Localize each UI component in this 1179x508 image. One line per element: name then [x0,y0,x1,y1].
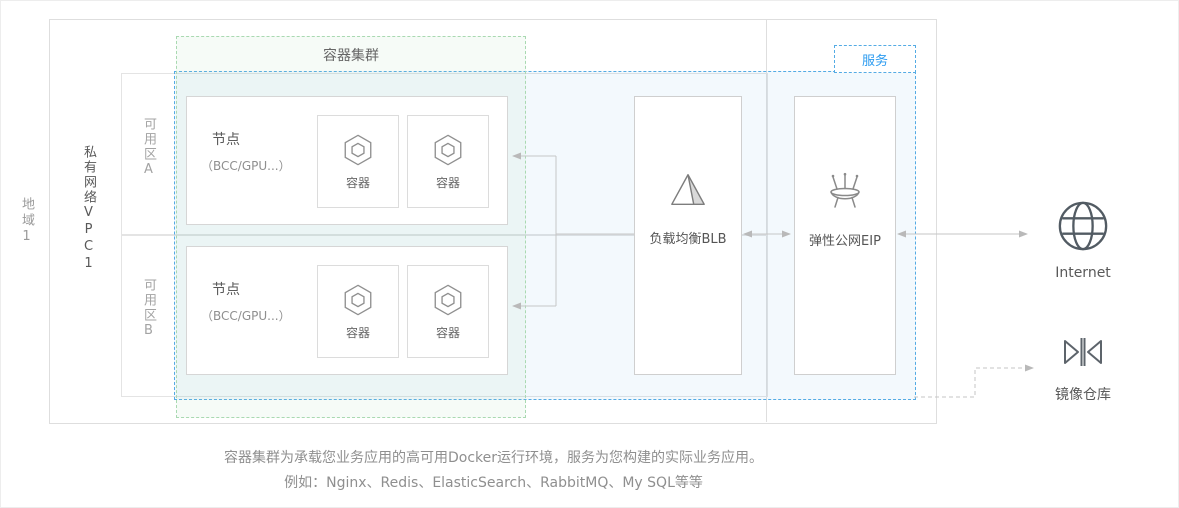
eip-box: 弹性公网EIP [794,96,896,375]
blb-box: 负载均衡BLB [634,96,742,375]
container-label: 容器 [435,325,460,340]
vpc-service-divider [766,19,767,422]
antenna-icon [830,172,860,208]
zone-b-box [121,234,768,397]
hexagon-icon [344,284,372,315]
caption-line-1: 容器集群为承载您业务应用的高可用Docker运行环境，服务为您构建的实际业务应用… [223,450,764,466]
load-balancer-pyramid-icon [671,174,705,205]
node-a-box: 节点 （BCC/GPU...） 容器 容器 [186,96,508,225]
caption-line-2: 例如：Nginx、Redis、ElasticSearch、RabbitMQ、My… [284,475,703,491]
caption: 容器集群为承载您业务应用的高可用Docker运行环境，服务为您构建的实际业务应用… [1,446,986,496]
node-b-title: 节点 [212,282,240,298]
node-a-title: 节点 [212,132,240,148]
service-tag: 服务 [834,45,916,73]
globe-icon [1058,201,1108,251]
container-label: 容器 [345,325,370,340]
container-label: 容器 [435,175,460,190]
zone-a-label: 可用区A [141,117,156,179]
mirror-registry-icon [1064,338,1102,366]
internet-group: Internet [1045,199,1121,281]
hexagon-icon [434,134,462,165]
zone-b-label: 可用区B [141,278,156,340]
container-box: 容器 [317,265,399,358]
registry-label: 镜像仓库 [1055,387,1111,403]
container-box: 容器 [407,265,489,358]
cluster-label: 容器集群 [323,48,379,64]
internet-label: Internet [1055,265,1111,281]
node-a-subtitle: （BCC/GPU...） [201,159,291,173]
registry-group: 镜像仓库 [1045,332,1121,404]
container-box: 容器 [317,115,399,208]
zone-a-box [121,73,768,236]
node-b-box: 节点 （BCC/GPU...） 容器 容器 [186,246,508,375]
container-box: 容器 [407,115,489,208]
hexagon-icon [344,134,372,165]
blb-label: 负载均衡BLB [649,232,727,247]
container-label: 容器 [345,175,370,190]
node-b-subtitle: （BCC/GPU...） [201,309,291,323]
region-box [49,19,937,424]
hexagon-icon [434,284,462,315]
vpc-label: 私有网络VPC1 [81,145,96,273]
region-label: 地域1 [19,197,34,247]
eip-label: 弹性公网EIP [809,234,881,249]
